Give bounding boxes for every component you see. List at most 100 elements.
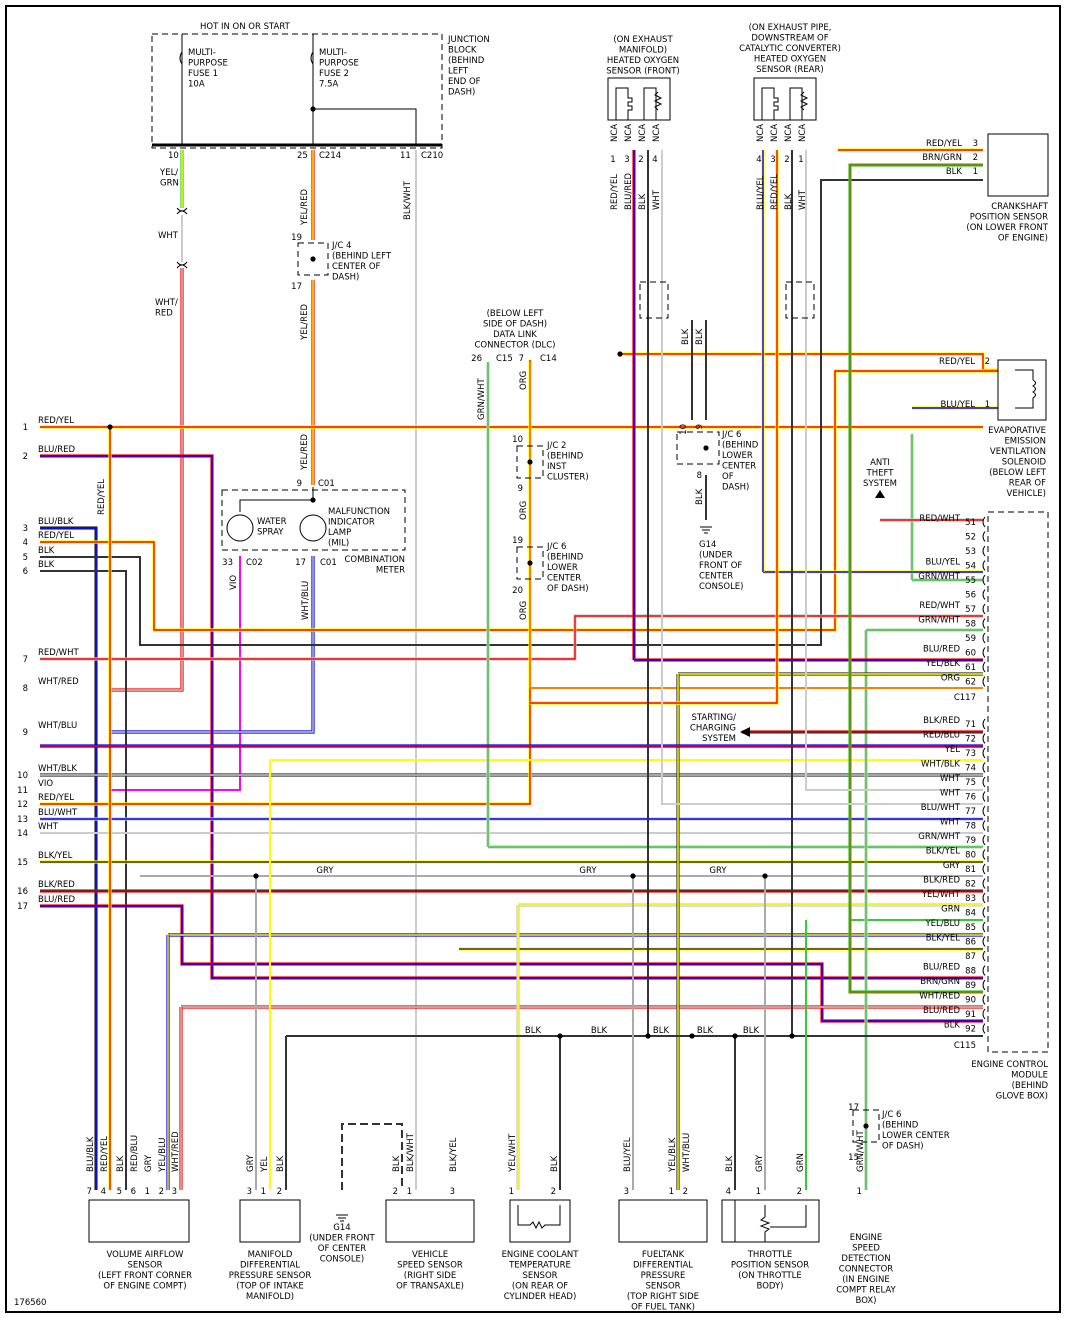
water-spray-label: SPRAY xyxy=(257,528,284,538)
o2-rear-label: SENSOR (REAR) xyxy=(756,65,823,75)
ecm-pin-connector-icon xyxy=(982,618,986,629)
pin-label: 1 xyxy=(985,400,990,410)
ect-label: TEMPERATURE xyxy=(508,1261,571,1271)
o2-front-label: SENSOR (FRONT) xyxy=(606,67,680,77)
wire-label: BLK xyxy=(681,328,691,345)
jc2-label: J/C 2 xyxy=(546,441,566,451)
ecm-pin-connector-icon xyxy=(982,907,986,918)
ecm-pin-connector-icon xyxy=(982,589,986,600)
vss-label: OF TRANSAXLE) xyxy=(396,1282,464,1292)
pin-label: 2 xyxy=(797,1187,802,1197)
arrow-up-icon xyxy=(875,490,885,498)
dlc-label: CONNECTOR (DLC) xyxy=(475,341,556,351)
connector-label: C214 xyxy=(319,151,341,161)
wire-label: GRN xyxy=(160,179,179,189)
continuation-number: 6 xyxy=(23,567,28,577)
bus-label: GRY xyxy=(579,866,597,876)
continuation-wire-label: BLK xyxy=(38,546,55,556)
ecm-pin-wire-label: BRN/GRN xyxy=(920,977,960,987)
jc6-dlc-label: LOWER xyxy=(547,563,578,573)
vaf-box xyxy=(88,1199,190,1243)
fuse2-branch xyxy=(313,108,417,145)
ecm-pin-number: 85 xyxy=(965,923,976,933)
ecm-label: ENGINE CONTROL xyxy=(971,1060,1048,1070)
wire-label: BRN/GRN xyxy=(922,153,962,163)
wire-label: ORG xyxy=(519,501,529,520)
ecm-pin-number: 71 xyxy=(965,720,976,730)
pin-label: 3 xyxy=(624,1187,629,1197)
jc2-label: (BEHIND xyxy=(547,452,584,462)
wire-label: GRN/WHT xyxy=(477,377,487,420)
ecm-pin-connector-icon xyxy=(982,1008,986,1020)
jc6-dlc-box xyxy=(516,546,544,580)
pin-label: 19 xyxy=(291,233,302,243)
wire-label: BLK xyxy=(276,1155,286,1172)
dlc-label: SIDE OF DASH) xyxy=(483,320,547,330)
wire-label: RED/YEL xyxy=(939,357,975,367)
ecm-pin-number: 76 xyxy=(965,793,976,803)
continuation-wire-label: RED/WHT xyxy=(38,648,79,658)
splice-dot xyxy=(310,497,316,503)
ecm-pin-connector-icon xyxy=(982,979,986,991)
meter-feed xyxy=(239,487,314,512)
jc6-ground-label: CENTER xyxy=(722,462,756,472)
o2-front-box xyxy=(607,77,671,121)
continuation-number: 1 xyxy=(23,423,28,433)
dlc-label: (BELOW LEFT xyxy=(487,309,545,319)
pin-label: 1 xyxy=(798,155,803,165)
pin-label: 2 xyxy=(277,1187,282,1197)
wire-tracer xyxy=(849,164,983,993)
starting-charging-label: CHARGING xyxy=(690,724,736,734)
texts-layer: HOT IN ON OR STARTJUNCTIONBLOCK(BEHINDLE… xyxy=(14,22,1049,1313)
continuation-number: 4 xyxy=(23,538,28,548)
ecm-pin-connector-icon xyxy=(982,632,986,644)
nca-label: NCA xyxy=(638,124,648,142)
bus-label: BLK xyxy=(697,1026,714,1036)
crankshaft-sensor-box xyxy=(987,133,1049,197)
wire-label: GRY xyxy=(246,1154,256,1172)
o2-front-label: MANIFOLD) xyxy=(619,46,667,56)
jc6-ground-label: J/C 6 xyxy=(721,430,741,440)
continuation-number: 9 xyxy=(23,728,28,738)
splice-dot xyxy=(863,1123,869,1129)
ecm-pin-wire-label: YEL/WHT xyxy=(921,890,961,900)
pin-label: 2 xyxy=(638,155,643,165)
ecm-pin-connector-icon xyxy=(982,994,986,1005)
continuation-number: 3 xyxy=(23,524,28,534)
continuation-wire-label: WHT xyxy=(38,822,59,832)
ftdp-label: DIFFERENTIAL xyxy=(633,1261,693,1271)
ecm-pin-connector-icon xyxy=(982,733,986,744)
pin-label: 3 xyxy=(172,1187,177,1197)
wire-label: BLK xyxy=(392,1155,402,1172)
pin-label: 1 xyxy=(857,1187,862,1197)
ground-icon xyxy=(336,1214,348,1222)
junction-block-border xyxy=(151,33,443,149)
pin-label: 20 xyxy=(512,586,523,596)
fuse-1-label: 10A xyxy=(188,80,205,90)
wire xyxy=(805,150,983,791)
ground-g14-label: FRONT OF xyxy=(699,561,742,571)
ground-g14-label: OF CENTER xyxy=(318,1244,367,1254)
connector-label: C117 xyxy=(954,693,976,703)
ecm-pin-wire-label: BLK/RED xyxy=(923,876,960,886)
o2-rear-heater-icon xyxy=(799,91,809,111)
mdp-label: (TOP OF INTAKE xyxy=(236,1282,303,1292)
ecm-pin-wire-label: RED/WHT xyxy=(919,514,960,524)
continuation-wire-label: BLU/RED xyxy=(38,445,76,455)
evap-label: REAR OF xyxy=(1009,479,1046,489)
vaf-label: SENSOR xyxy=(127,1261,162,1271)
ecm-pin-connector-icon xyxy=(982,661,986,673)
ecm-pin-number: 73 xyxy=(965,749,976,759)
ecm-pin-wire-label: GRN/WHT xyxy=(918,572,961,582)
ecm-pin-wire-label: BLU/YEL xyxy=(925,558,960,568)
crankshaft-label: CRANKSHAFT xyxy=(991,202,1049,212)
vaf-label: OF ENGINE COMPT) xyxy=(103,1282,186,1292)
connector-label: C01 xyxy=(318,479,335,489)
jc4-label: (BEHIND LEFT xyxy=(332,252,392,262)
wire-label: WHT xyxy=(798,189,808,210)
junction-block-label: BLOCK xyxy=(448,46,477,56)
continuation-number: 10 xyxy=(17,771,28,781)
jc6-dlc-label: OF DASH) xyxy=(547,584,589,594)
ecm-pin-number: 62 xyxy=(965,678,976,688)
wire-label: BLK/WHT xyxy=(403,180,413,220)
